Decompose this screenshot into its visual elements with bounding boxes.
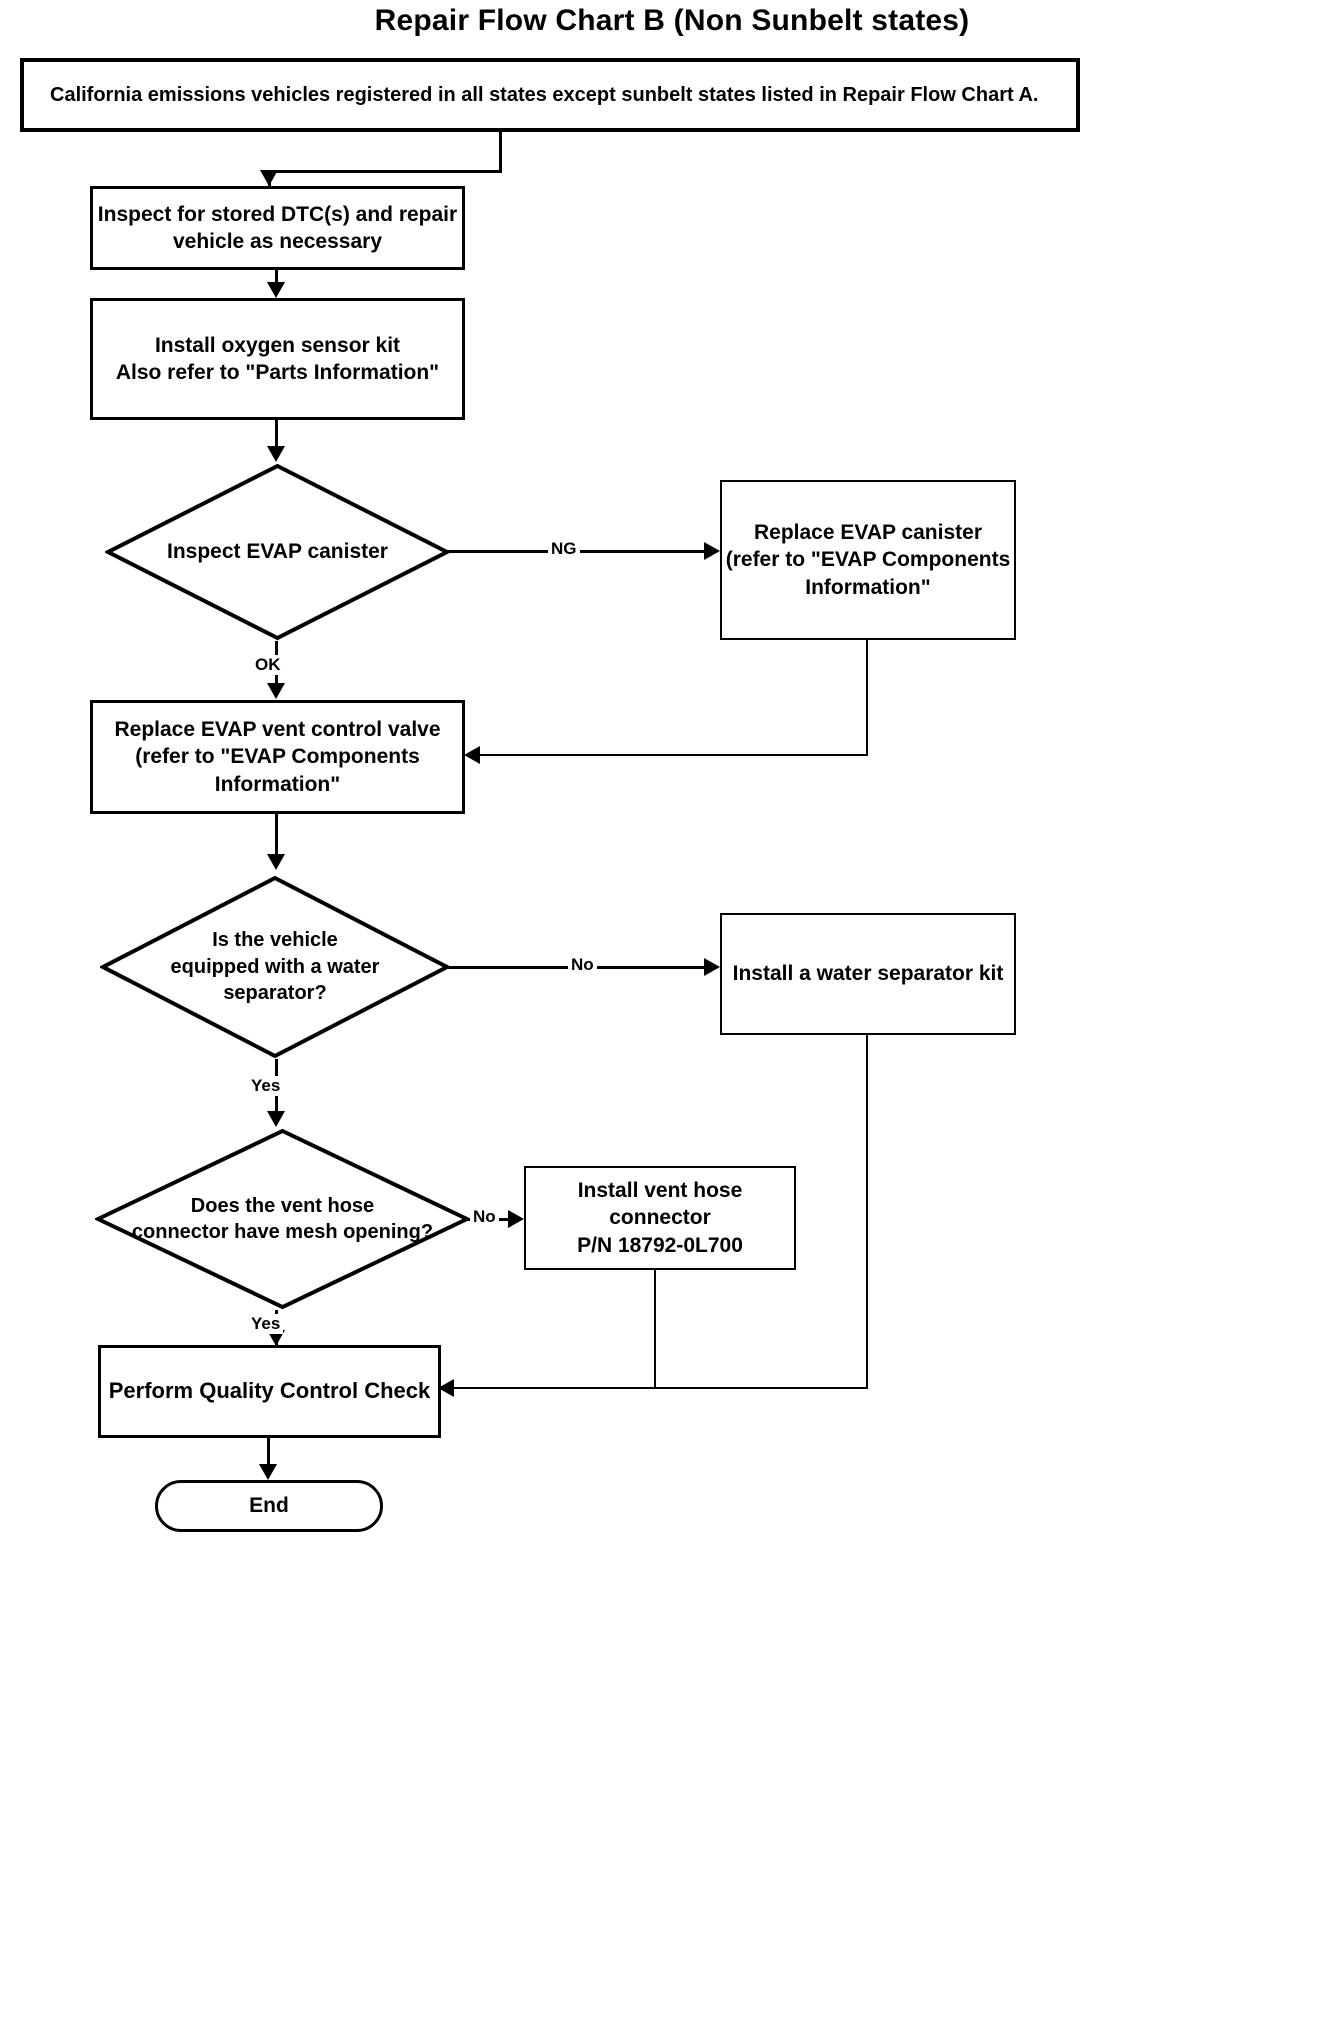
node-replace-vent-control-valve-line1: Replace EVAP vent control valve — [114, 718, 441, 742]
connector-merge-into-qc — [452, 1387, 868, 1389]
arrow-into-mesh-question — [267, 1111, 285, 1127]
node-replace-vent-control-valve: Replace EVAP vent control valve (refer t… — [90, 700, 465, 814]
node-replace-vent-control-valve-line2: (refer to "EVAP Components — [135, 745, 420, 769]
diamond-shape-water-sep — [100, 875, 450, 1059]
node-inspect-evap-canister-label: Inspect EVAP canister — [167, 540, 388, 564]
edge-label-water-sep-no: No — [568, 955, 597, 975]
node-replace-evap-canister: Replace EVAP canister (refer to "EVAP Co… — [720, 480, 1016, 640]
node-mesh-opening-question-label: Does the vent hose connector have mesh o… — [95, 1128, 470, 1310]
arrow-into-qc-check — [267, 1330, 285, 1346]
node-mesh-opening-question-line2: connector have mesh opening? — [131, 1221, 434, 1243]
arrow-into-install-vent-connector — [508, 1210, 524, 1228]
node-inspect-dtc-line2: vehicle as necessary — [173, 230, 382, 253]
node-end-label: End — [249, 1494, 289, 1518]
connector-o2-to-inspect-canister — [275, 420, 278, 450]
connector-qc-to-end — [267, 1438, 270, 1470]
node-water-separator-question-label: Is the vehicle equipped with a water sep… — [100, 875, 450, 1059]
page-title: Repair Flow Chart B (Non Sunbelt states) — [374, 4, 970, 37]
node-install-water-separator-kit-label: Install a water separator kit — [732, 962, 1004, 986]
node-install-oxygen-sensor-kit-line1: Install oxygen sensor kit — [154, 333, 401, 357]
node-replace-vent-control-valve-line3: Information" — [214, 772, 341, 796]
connector-banner-left — [268, 170, 502, 173]
node-install-oxygen-sensor-kit: Install oxygen sensor kit Also refer to … — [90, 298, 465, 420]
connector-water-sep-kit-down — [866, 1035, 868, 1388]
edge-label-water-sep-yes: Yes — [248, 1076, 284, 1096]
node-install-oxygen-sensor-kit-line2: Also refer to "Parts Information" — [115, 361, 440, 384]
node-install-vent-hose-connector-line2: P/N 18792-0L700 — [577, 1233, 743, 1257]
arrow-into-inspect-dtc — [260, 170, 278, 186]
node-install-vent-hose-connector-line1: Install vent hose connector — [577, 1179, 743, 1230]
node-perform-quality-control-check-label: Perform Quality Control Check — [108, 1378, 431, 1404]
node-water-separator-question-line3: separator? — [223, 982, 327, 1005]
node-mesh-opening-question: Does the vent hose connector have mesh o… — [95, 1128, 470, 1310]
node-inspect-dtc: Inspect for stored DTC(s) and repair veh… — [90, 186, 465, 270]
node-intro-banner-text: California emissions vehicles registered… — [50, 84, 1039, 106]
connector-canister-left — [478, 754, 868, 756]
arrow-into-replace-canister — [704, 542, 720, 560]
edge-label-mesh-yes: Yes — [248, 1314, 284, 1334]
connector-canister-down — [866, 640, 868, 756]
node-replace-evap-canister-line1: Replace EVAP canister — [753, 521, 982, 545]
connector-dtc-to-o2 — [275, 270, 278, 284]
node-inspect-evap-canister: Inspect EVAP canister — [105, 463, 450, 641]
edge-label-canister-ng: NG — [548, 539, 580, 559]
node-replace-evap-canister-line2: (refer to "EVAP Components — [725, 548, 1011, 572]
diamond-shape-inspect-canister — [105, 463, 450, 641]
arrow-into-install-water-separator — [704, 958, 720, 976]
node-intro-banner: California emissions vehicles registered… — [20, 58, 1080, 132]
connector-vent-valve-to-water-sep — [275, 814, 278, 858]
arrow-into-end — [259, 1464, 277, 1480]
arrow-into-vent-valve — [267, 683, 285, 699]
node-perform-quality-control-check: Perform Quality Control Check — [98, 1345, 441, 1438]
node-install-water-separator-kit: Install a water separator kit — [720, 913, 1016, 1035]
node-water-separator-question-line1: Is the vehicle — [212, 929, 338, 952]
diamond-shape-mesh — [95, 1128, 470, 1310]
connector-banner-down-a — [499, 132, 502, 173]
arrow-into-vent-valve-from-canister — [464, 746, 480, 764]
node-end: End — [155, 1480, 383, 1532]
node-install-vent-hose-connector: Install vent hose connector P/N 18792-0L… — [524, 1166, 796, 1270]
arrow-into-inspect-canister — [267, 446, 285, 462]
node-mesh-opening-question-line1: Does the vent hose — [190, 1194, 375, 1217]
node-water-separator-question: Is the vehicle equipped with a water sep… — [100, 875, 450, 1059]
connector-vent-connector-down — [654, 1270, 656, 1388]
edge-label-mesh-no: No — [470, 1207, 499, 1227]
node-replace-evap-canister-line3: Information" — [805, 575, 931, 599]
node-inspect-dtc-line1: Inspect for stored DTC(s) and repair — [97, 202, 458, 226]
arrow-into-qc-from-right — [438, 1379, 454, 1397]
arrow-into-install-o2 — [267, 282, 285, 298]
node-water-separator-question-line2: equipped with a water — [170, 955, 380, 978]
edge-label-canister-ok: OK — [252, 655, 284, 675]
arrow-into-water-sep-question — [267, 854, 285, 870]
